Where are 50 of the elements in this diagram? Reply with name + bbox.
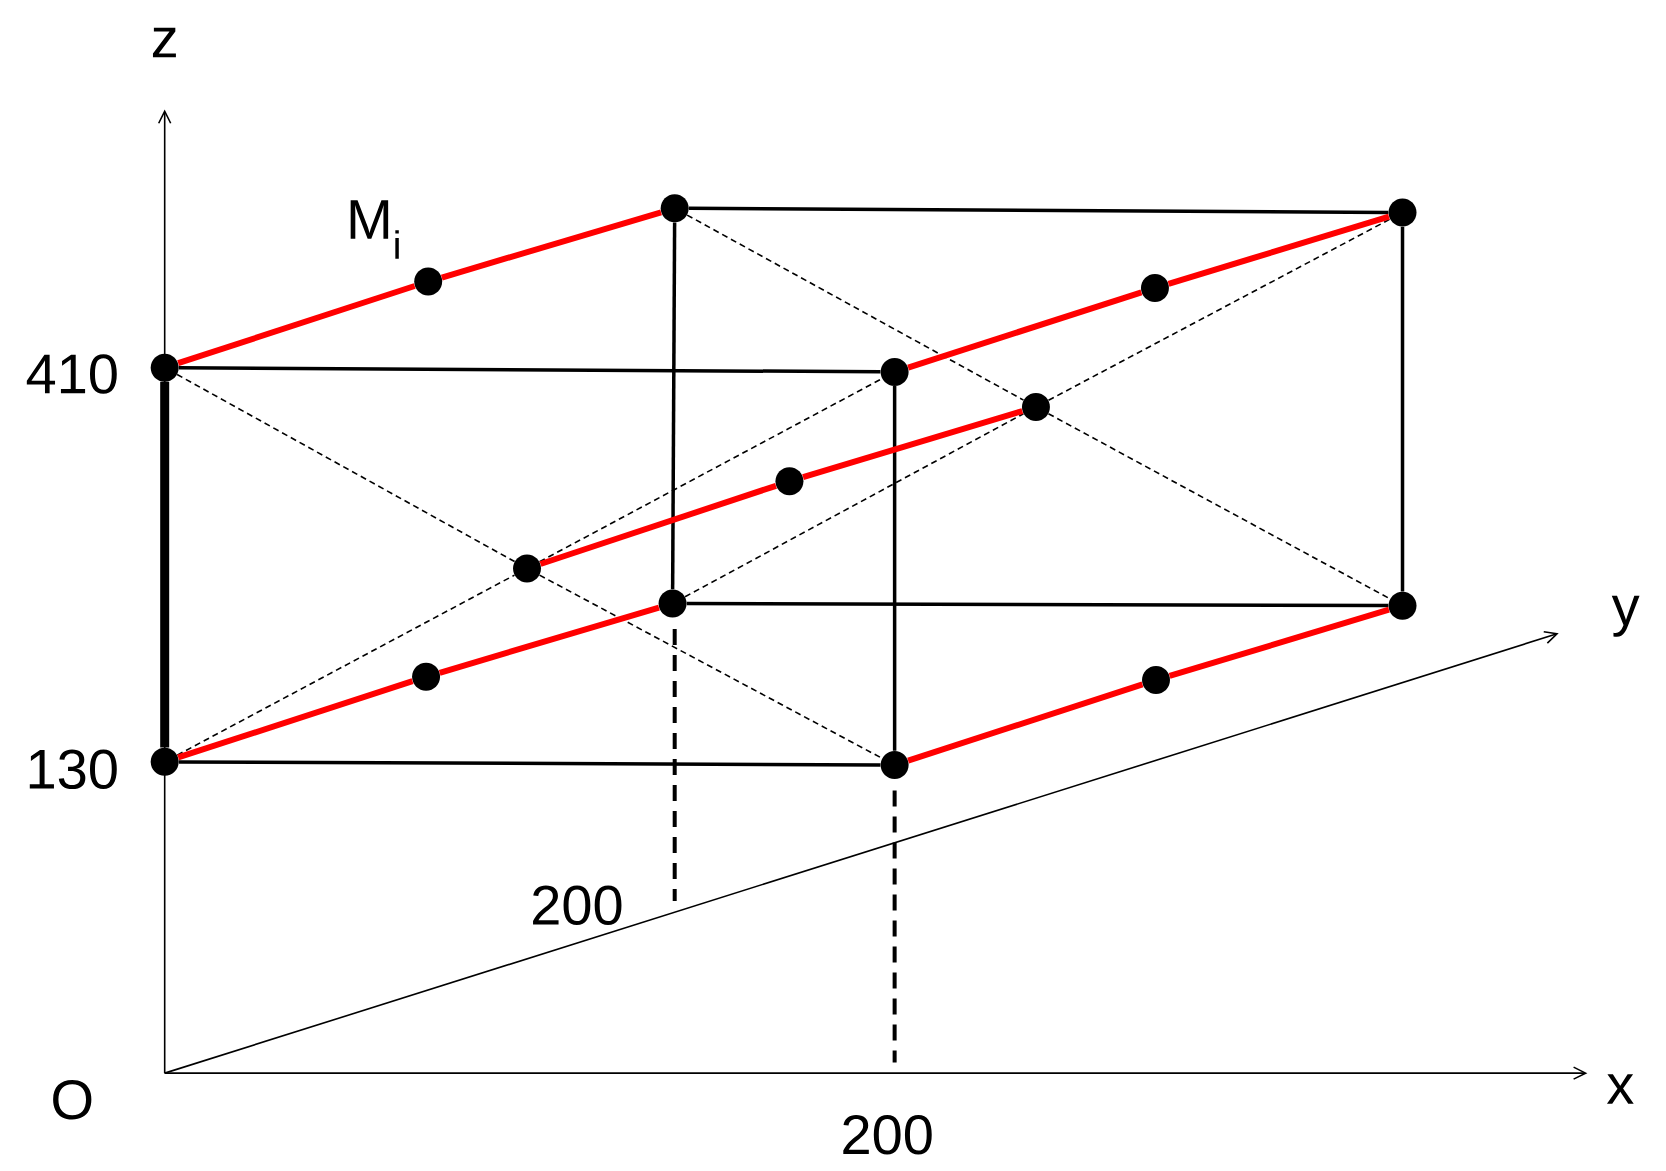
point-dot [880, 357, 909, 386]
point-label: M$_{i}$ [350, 200, 399, 259]
point-dot [658, 589, 687, 618]
tick-value: 130 [29, 749, 117, 790]
box-edge [178, 760, 881, 767]
point-dot [1140, 273, 1169, 302]
point-dot [880, 751, 909, 779]
point-dot [660, 194, 689, 223]
point-dot [1388, 198, 1417, 227]
box-edge [1400, 226, 1405, 592]
segment-line [177, 283, 416, 367]
diagonal-line [176, 373, 516, 563]
point-dot [775, 467, 804, 496]
segment-line [1167, 213, 1390, 287]
point-dot [414, 267, 443, 296]
point-dot [513, 554, 541, 583]
point-dot [1021, 392, 1050, 421]
tick-value: 200 [843, 1114, 932, 1155]
box-edge [160, 381, 170, 748]
tick-value: 200 [533, 885, 622, 926]
segment-line [1168, 606, 1390, 679]
segment-line [440, 209, 662, 281]
box-edge [178, 365, 881, 374]
segment-line [802, 408, 1024, 481]
segment-line [907, 289, 1143, 371]
point-dot [412, 662, 441, 691]
box-edge [688, 206, 1389, 215]
segment-line [907, 681, 1144, 764]
diagonal-line [1047, 412, 1391, 600]
axis-label: z [152, 27, 176, 58]
point-dot [150, 353, 179, 382]
tick-value: 410 [26, 354, 117, 394]
axis-label: y [1611, 595, 1640, 637]
diagonal-line [1047, 218, 1391, 402]
point-dot [1142, 666, 1170, 694]
axis-label: O [53, 1079, 92, 1120]
diagonal-line [176, 574, 516, 756]
axis-label: x [1606, 1074, 1634, 1104]
box-edge [892, 386, 897, 751]
box-edge [686, 601, 1389, 608]
segment-line [177, 678, 414, 761]
diagonal-line [538, 574, 883, 760]
box-edge [670, 222, 677, 590]
point-dot [150, 747, 179, 776]
diagonal-line [686, 214, 1025, 401]
segment-line [438, 604, 660, 676]
point-dot [1388, 591, 1417, 620]
diagonal-line [538, 377, 883, 563]
diagonal-line [684, 412, 1025, 598]
segment-line [539, 482, 777, 567]
